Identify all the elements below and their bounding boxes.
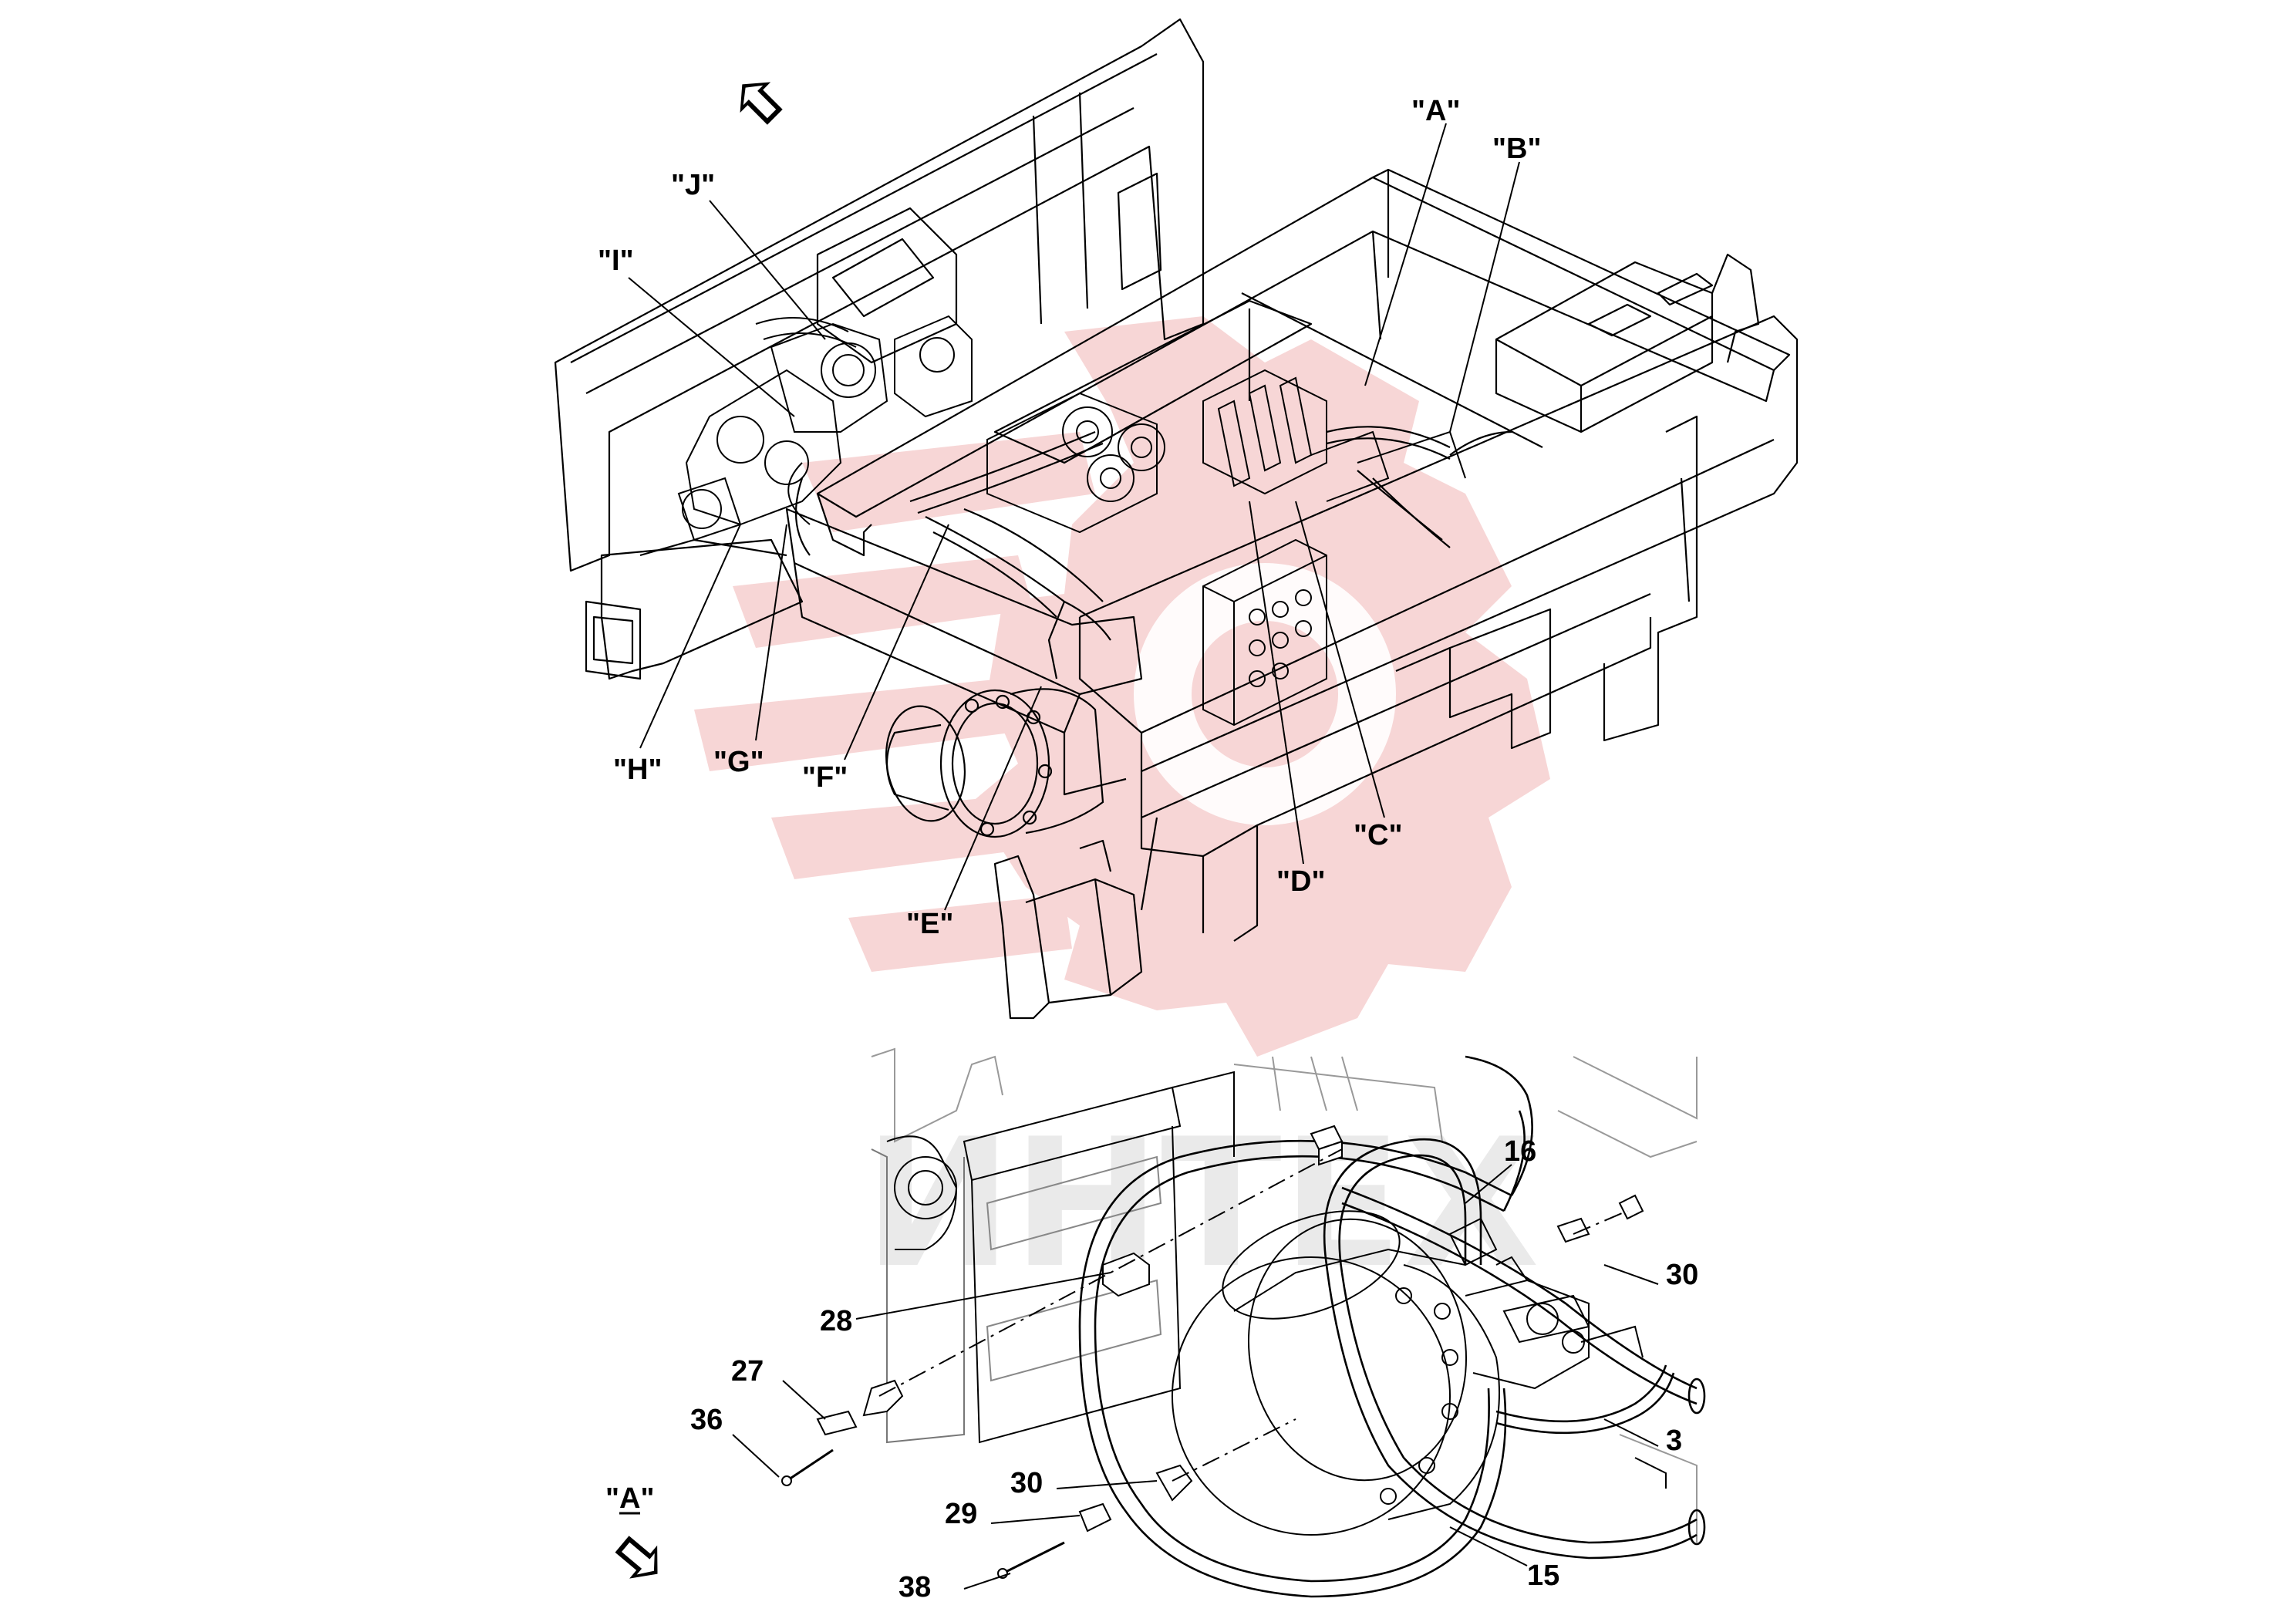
part-number-38: 38 xyxy=(899,1571,931,1603)
upper-leader-lines xyxy=(628,123,1520,911)
part-number-30-lower: 30 xyxy=(1010,1467,1043,1499)
watermark-gear-logo xyxy=(694,316,1550,1057)
lower-leader-lines xyxy=(732,1164,1659,1590)
callout-h: "H" xyxy=(613,754,662,786)
callout-g: "G" xyxy=(713,746,764,778)
callout-j: "J" xyxy=(671,169,715,201)
lower-frame-drawing xyxy=(871,1047,1698,1543)
part-number-3: 3 xyxy=(1666,1425,1682,1457)
direction-arrow-icon xyxy=(615,1536,658,1579)
lower-hoses xyxy=(1078,1055,1706,1598)
callout-f: "F" xyxy=(802,761,848,794)
valve-blocks xyxy=(986,369,1466,727)
part-number-28: 28 xyxy=(820,1305,852,1337)
callout-a: "A" xyxy=(1411,95,1460,127)
upper-wheel-drive xyxy=(885,688,1104,838)
part-number-27: 27 xyxy=(731,1355,764,1388)
part-number-30-upper: 30 xyxy=(1666,1259,1698,1291)
watermark-gear-core xyxy=(1192,621,1338,767)
view-a-label: "A" xyxy=(605,1482,654,1515)
upper-hoses xyxy=(794,426,1512,679)
part-number-36: 36 xyxy=(690,1404,723,1436)
callout-i: "I" xyxy=(598,244,634,277)
part-number-16: 16 xyxy=(1504,1135,1536,1168)
callout-e: "E" xyxy=(906,908,953,940)
part-number-29: 29 xyxy=(945,1498,977,1530)
callout-c: "C" xyxy=(1354,819,1402,851)
direction-arrow-icon xyxy=(740,82,783,125)
upper-frame-drawing xyxy=(554,18,1799,1020)
callout-b: "B" xyxy=(1492,133,1541,165)
part-number-15: 15 xyxy=(1527,1560,1559,1592)
watermark-text: ИНТЕХ xyxy=(864,1101,1539,1307)
callout-d: "D" xyxy=(1276,865,1325,898)
